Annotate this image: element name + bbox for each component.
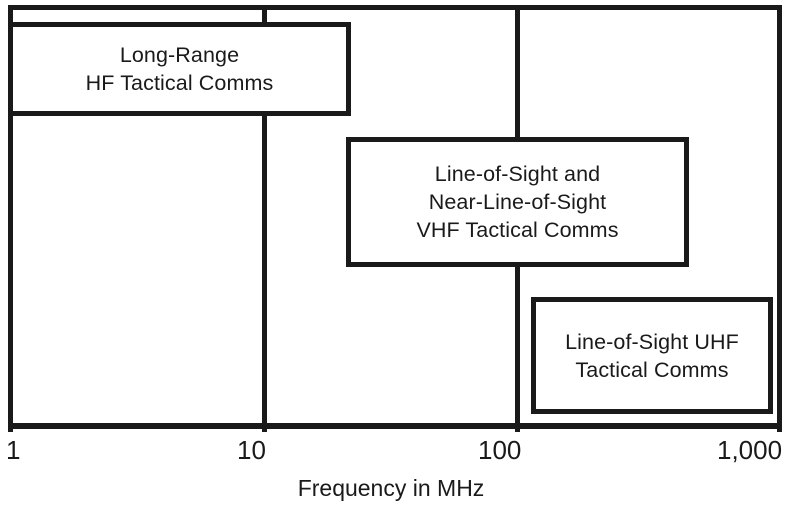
x-axis-tick-1000 (777, 423, 782, 432)
band-box-hf: Long-Range HF Tactical Comms (8, 22, 351, 116)
band-box-uhf: Line-of-Sight UHF Tactical Comms (531, 297, 773, 414)
chart-frame-right-line (777, 5, 782, 428)
x-axis-tick-10 (262, 423, 267, 432)
band-label-hf: Long-Range HF Tactical Comms (85, 43, 274, 95)
x-axis-tick-label-100: 100 (478, 435, 522, 465)
x-axis-tick-100 (515, 423, 520, 432)
x-axis-title: Frequency in MHz (297, 475, 485, 501)
gridline-10-mhz (262, 5, 267, 429)
band-box-vhf: Line-of-Sight and Near-Line-of-Sight VHF… (346, 137, 689, 267)
x-axis-line (8, 423, 782, 429)
x-axis-tick-label-1000: 1,000 (717, 435, 783, 465)
x-axis-tick-1 (8, 423, 13, 432)
band-label-uhf: Line-of-Sight UHF Tactical Comms (565, 329, 739, 382)
x-axis-tick-label-1: 1 (6, 435, 21, 465)
chart-frame-left-line (8, 5, 13, 428)
chart-frame-top-line (8, 5, 782, 10)
band-label-vhf: Line-of-Sight and Near-Line-of-Sight VHF… (416, 162, 619, 242)
x-axis-tick-label-10: 10 (237, 435, 266, 465)
